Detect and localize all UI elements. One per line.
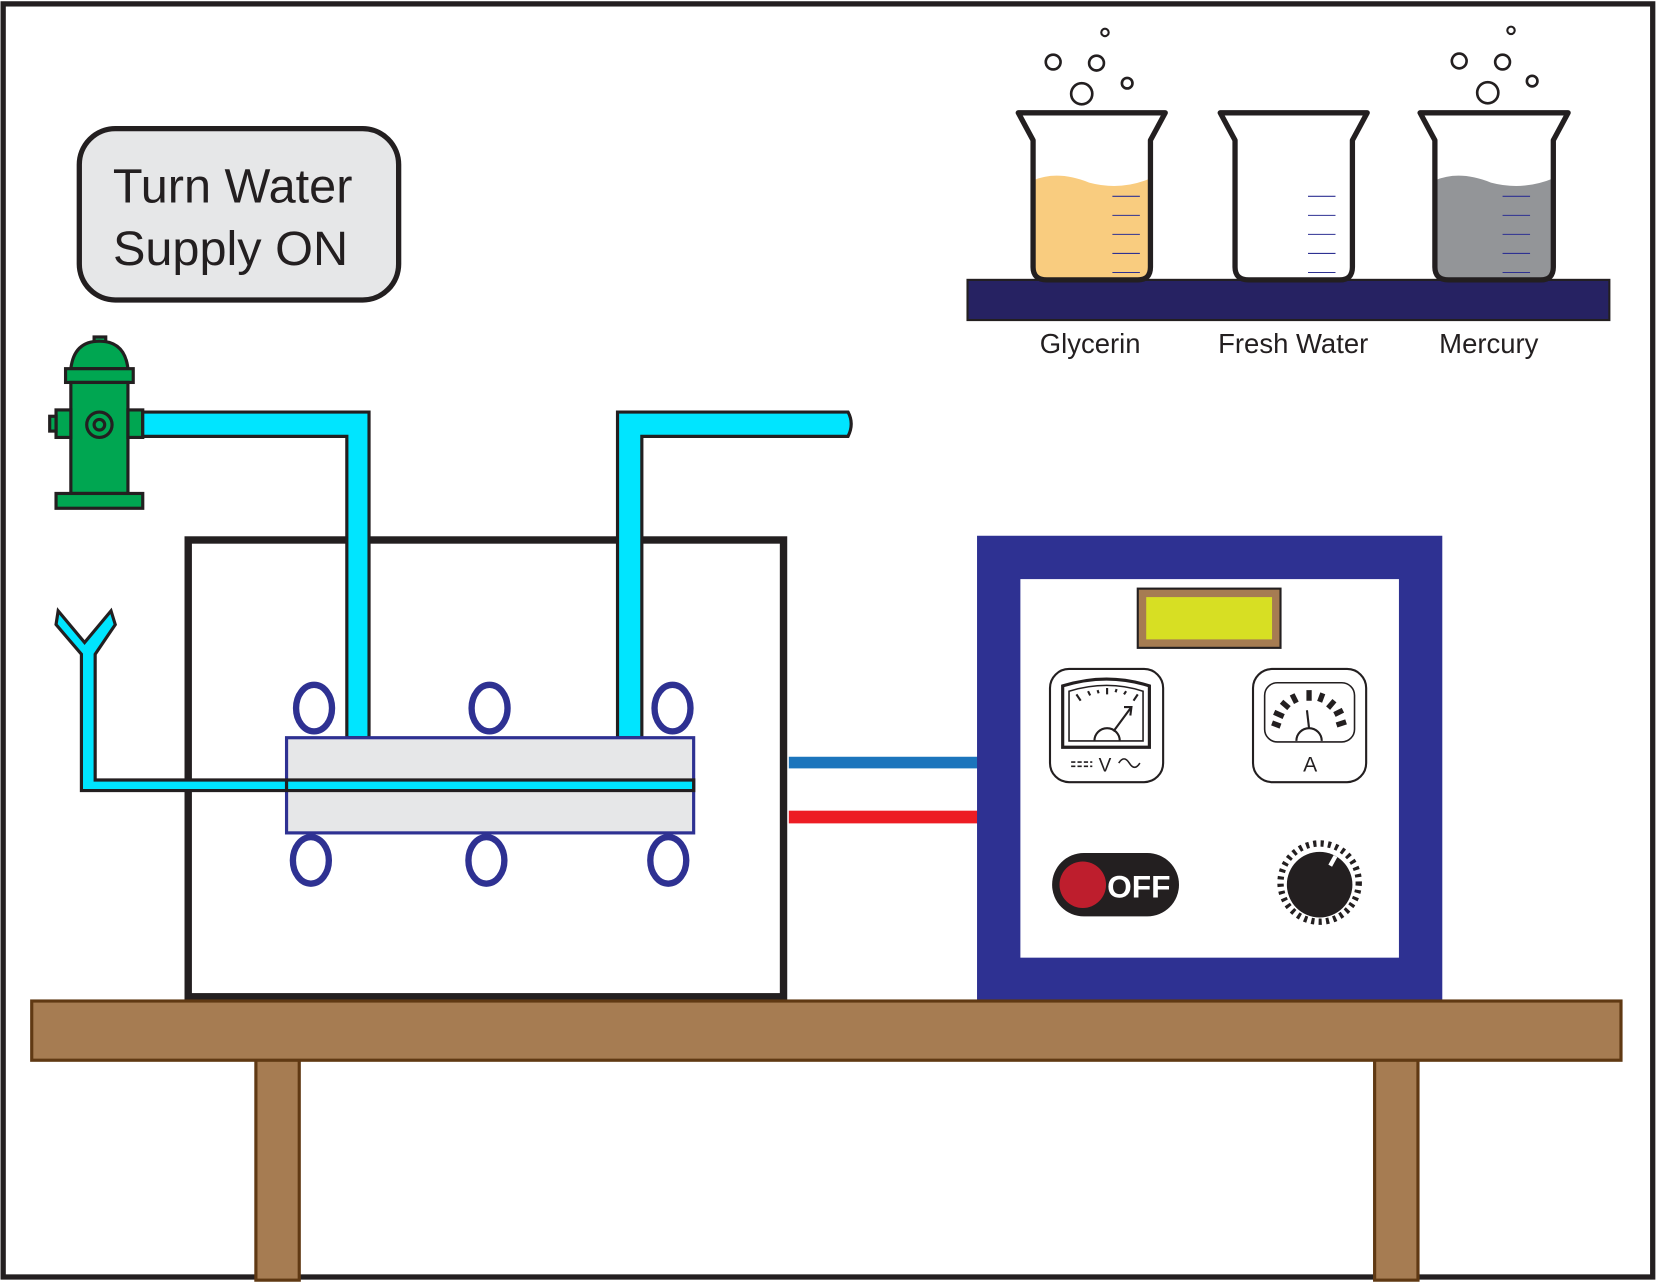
adjustment-knob[interactable] <box>1277 840 1362 925</box>
beaker-label-fresh-water: Fresh Water <box>1218 328 1368 359</box>
switch-label: OFF <box>1107 868 1170 904</box>
power-switch[interactable]: OFF <box>1052 852 1179 917</box>
table <box>30 999 1623 1282</box>
beaker-label-mercury: Mercury <box>1439 328 1539 359</box>
beaker-mercury[interactable]: Mercury <box>1417 25 1571 359</box>
beaker-glycerin[interactable]: Glycerin <box>1015 27 1168 359</box>
wire-red <box>788 810 980 824</box>
beaker-fresh-water[interactable]: Fresh Water <box>1217 110 1370 359</box>
power-supply: V A OFF <box>977 535 1443 1002</box>
voltmeter-icon: V <box>1048 667 1165 784</box>
heat-exchanger <box>284 681 696 887</box>
display-screen <box>1146 597 1273 640</box>
button-label-line2: Supply ON <box>113 222 348 276</box>
button-label-line1: Turn Water <box>113 160 353 214</box>
bolts <box>289 681 694 887</box>
voltmeter-label: V <box>1099 756 1112 777</box>
beaker-shelf <box>966 278 1611 322</box>
ammeter-icon: A <box>1251 667 1368 784</box>
wire-blue <box>788 756 980 769</box>
fire-hydrant-icon[interactable] <box>48 335 151 510</box>
ammeter-label: A <box>1303 754 1318 777</box>
turn-water-supply-on-button[interactable]: Turn Water Supply ON <box>76 126 402 303</box>
beaker-label-glycerin: Glycerin <box>1040 328 1141 359</box>
outlet-pipe <box>615 410 853 740</box>
